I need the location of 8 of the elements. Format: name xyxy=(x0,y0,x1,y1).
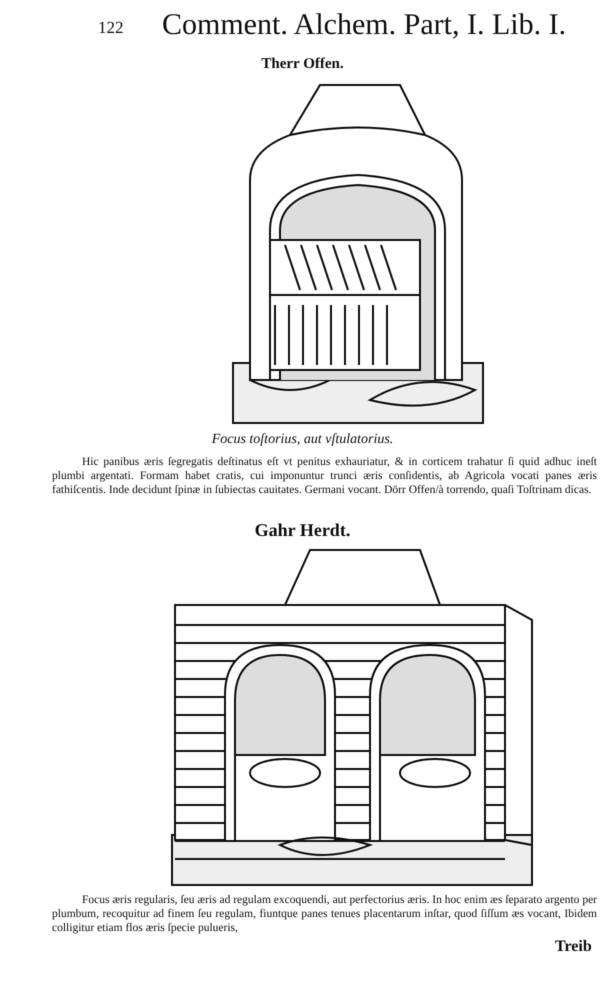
plate-heading: Therr Offen. xyxy=(260,56,345,73)
plate-caption: Focus toſtorius, aut vſtulatorius. xyxy=(210,432,394,448)
catchword: Treib xyxy=(555,938,592,956)
running-head: Comment. Alchem. Part, I. Lib. I. xyxy=(162,8,566,42)
description-paragraph: Focus æris regularis, ſeu æris ad regulam excoquendi, aut perfectorius æris. In hoc enim æs ſeparato argento per plumbum, recoquitur ad finem ſeu regulam, fiuntque panes tenues placentarum inſtar, quod ſiſſum æs vocant, Ibidem colligitur etiam flos æris ſpecie pulueris, xyxy=(52,893,597,935)
page-number: 122 xyxy=(98,18,124,38)
description-paragraph: Hic panibus æris ſegregatis deſtinatus eſt vt penitus exhauriatur, & in corticem trahatur ſi quid adhuc ineſt plumbi argentati. Formam habet cratis, cui imponuntur trunci æris conſidentis, ab Agricola vocati panes æris fathiſcentis. Inde decidunt ſpinæ in ſubiectas cauitates. Germani vocant. Dörr Offen/à torrendo, quaſi Toſtrinam dicas. xyxy=(52,455,597,497)
plate-heading: Gahr Herdt. xyxy=(254,520,352,541)
